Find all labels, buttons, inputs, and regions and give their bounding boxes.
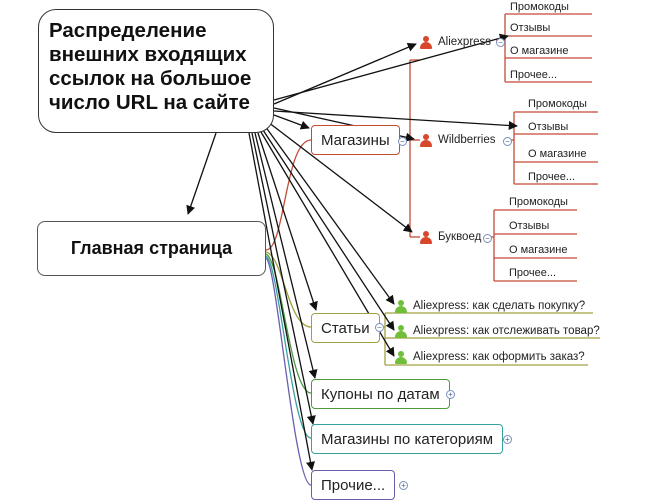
connector-main-articles (265, 251, 312, 328)
bukvoed-other[interactable]: Прочее... (509, 267, 557, 279)
arrow-central-article2 (262, 129, 395, 331)
wildberries-other[interactable]: Прочее... (528, 171, 576, 183)
article-1-label: Aliexpress: как сделать покупку? (413, 300, 586, 312)
arrow-central-shops (273, 114, 310, 130)
article-3[interactable]: Aliexpress: как оформить заказ? (395, 347, 585, 367)
connector-main-other (265, 257, 312, 486)
aliexpress-other[interactable]: Прочее... (510, 69, 558, 81)
coupons-node[interactable]: Купоны по датам (311, 379, 450, 409)
shop-bukvoed[interactable]: Буквоед (420, 227, 481, 247)
arrow-central-coupons (254, 132, 318, 379)
central-topic[interactable]: Распределение внешних входящих ссылок на… (38, 9, 274, 133)
categories-node[interactable]: Магазины по категориям (311, 424, 504, 454)
expand-other-icon[interactable]: + (399, 481, 408, 490)
collapse-aliexpress-icon[interactable]: − (496, 38, 505, 47)
article-icon (395, 299, 407, 313)
shop-icon (420, 35, 432, 49)
article-icon (395, 324, 407, 338)
arrow-central-wb-reviews (273, 110, 518, 131)
aliexpress-about[interactable]: О магазине (510, 45, 569, 57)
shop-wildberries[interactable]: Wildberries (420, 130, 496, 150)
arrow-central-article1 (264, 125, 395, 305)
shop-bukvoed-label: Буквоед (438, 231, 482, 243)
bukvoed-promocodes[interactable]: Промокоды (509, 196, 568, 208)
arrow-central-aliexpress (273, 42, 417, 105)
shop-wildberries-label: Wildberries (438, 134, 496, 146)
article-3-label: Aliexpress: как оформить заказ? (413, 351, 585, 363)
articles-label: Статьи (321, 319, 370, 337)
bukvoed-reviews[interactable]: Отзывы (509, 220, 550, 232)
shops-label: Магазины (321, 131, 390, 149)
bukvoed-about[interactable]: О магазине (509, 244, 568, 256)
article-2-label: Aliexpress: как отслеживать товар? (413, 325, 600, 337)
expand-categories-icon[interactable]: + (503, 435, 512, 444)
collapse-articles-icon[interactable]: − (375, 323, 384, 332)
shop-aliexpress-label: Aliexpress (438, 36, 492, 48)
connector-main-coupons (265, 253, 312, 394)
aliexpress-reviews[interactable]: Отзывы (510, 22, 551, 34)
articles-node[interactable]: Статьи (311, 313, 380, 343)
arrow-central-other (248, 132, 315, 471)
wildberries-reviews[interactable]: Отзывы (528, 121, 569, 133)
article-2[interactable]: Aliexpress: как отслеживать товар? (395, 321, 600, 341)
expand-coupons-icon[interactable]: + (446, 390, 455, 399)
connector-main-shops (265, 139, 312, 251)
arrow-central-articles (257, 132, 318, 311)
collapse-wildberries-icon[interactable]: − (503, 137, 512, 146)
categories-label: Магазины по категориям (321, 430, 494, 448)
shop-aliexpress[interactable]: Aliexpress (420, 32, 491, 52)
wildberries-promocodes[interactable]: Промокоды (528, 98, 587, 110)
shop-icon (420, 133, 432, 147)
coupons-label: Купоны по датам (321, 385, 440, 403)
arrow-central-main (186, 132, 217, 215)
main-page-node[interactable]: Главная страница (37, 221, 266, 276)
wildberries-about[interactable]: О магазине (528, 148, 587, 160)
arrow-central-categories (251, 132, 316, 425)
arrow-central-bukvoed (267, 121, 413, 233)
other-node[interactable]: Прочие... (311, 470, 396, 500)
aliexpress-promocodes[interactable]: Промокоды (510, 1, 569, 13)
shops-node[interactable]: Магазины (311, 125, 400, 155)
article-1[interactable]: Aliexpress: как сделать покупку? (395, 296, 585, 316)
article-icon (395, 350, 407, 364)
collapse-shops-icon[interactable]: − (398, 137, 407, 146)
arrow-central-ali-reviews (273, 33, 509, 101)
shop-icon (420, 230, 432, 244)
collapse-bukvoed-icon[interactable]: − (483, 234, 492, 243)
other-label: Прочие... (321, 476, 386, 494)
